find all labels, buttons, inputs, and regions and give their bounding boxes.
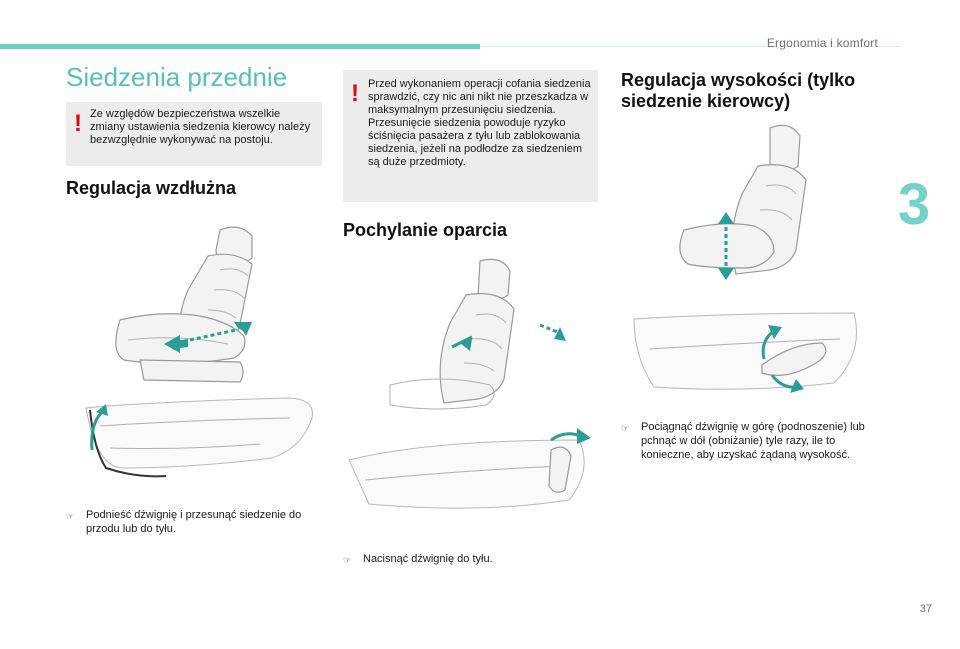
instruction-backrest: ☞ Nacisnąć dźwignię do tyłu. <box>343 552 593 567</box>
instruction-text: Podnieść dźwignię i przesunąć siedzenie … <box>86 509 302 535</box>
instruction-text: Pociągnąć dźwignię w górę (podnoszenie) … <box>641 421 865 461</box>
warning-icon: ! <box>351 80 359 107</box>
lever-illustration-longitudinal <box>85 397 313 478</box>
heading-height-line1: Regulacja wysokości (tylko <box>621 70 856 90</box>
header-divider <box>480 46 900 47</box>
warning-box-seat-move: ! Przed wykonaniem operacji cofania sied… <box>343 70 598 202</box>
lever-illustration-height <box>633 312 857 393</box>
instruction-text: Nacisnąć dźwignię do tyłu. <box>363 553 493 565</box>
warning-icon: ! <box>74 110 82 137</box>
heading-height: Regulacja wysokości (tylko siedzenie kie… <box>621 70 881 112</box>
instruction-longitudinal: ☞ Podnieść dźwignię i przesunąć siedzeni… <box>66 508 316 536</box>
pointing-hand-icon: ☞ <box>621 423 630 433</box>
section-title: Siedzenia przednie <box>66 62 288 92</box>
warning-text: Ze względów bezpieczeństwa wszelkie zmia… <box>90 108 311 146</box>
chapter-number: 3 <box>897 172 931 237</box>
page-number: 37 <box>919 603 932 615</box>
chapter-label: Ergonomia i komfort <box>766 36 878 50</box>
instruction-height: ☞ Pociągnąć dźwignię w górę (podnoszenie… <box>621 420 883 462</box>
warning-box-safety: ! Ze względów bezpieczeństwa wszelkie zm… <box>66 102 322 166</box>
warning-text: Przed wykonaniem operacji cofania siedze… <box>368 78 591 168</box>
heading-height-line2: siedzenie kierowcy) <box>621 91 791 111</box>
pointing-hand-icon: ☞ <box>343 555 352 565</box>
seat-illustration-height <box>679 124 807 280</box>
lever-illustration-backrest <box>348 428 591 509</box>
pointing-hand-icon: ☞ <box>66 511 75 521</box>
heading-longitudinal: Regulacja wzdłużna <box>66 178 237 198</box>
seat-illustration-backrest <box>389 258 566 410</box>
heading-backrest: Pochylanie oparcia <box>343 220 508 240</box>
header-accent-bar <box>0 44 480 49</box>
seat-illustration-longitudinal <box>115 226 253 383</box>
